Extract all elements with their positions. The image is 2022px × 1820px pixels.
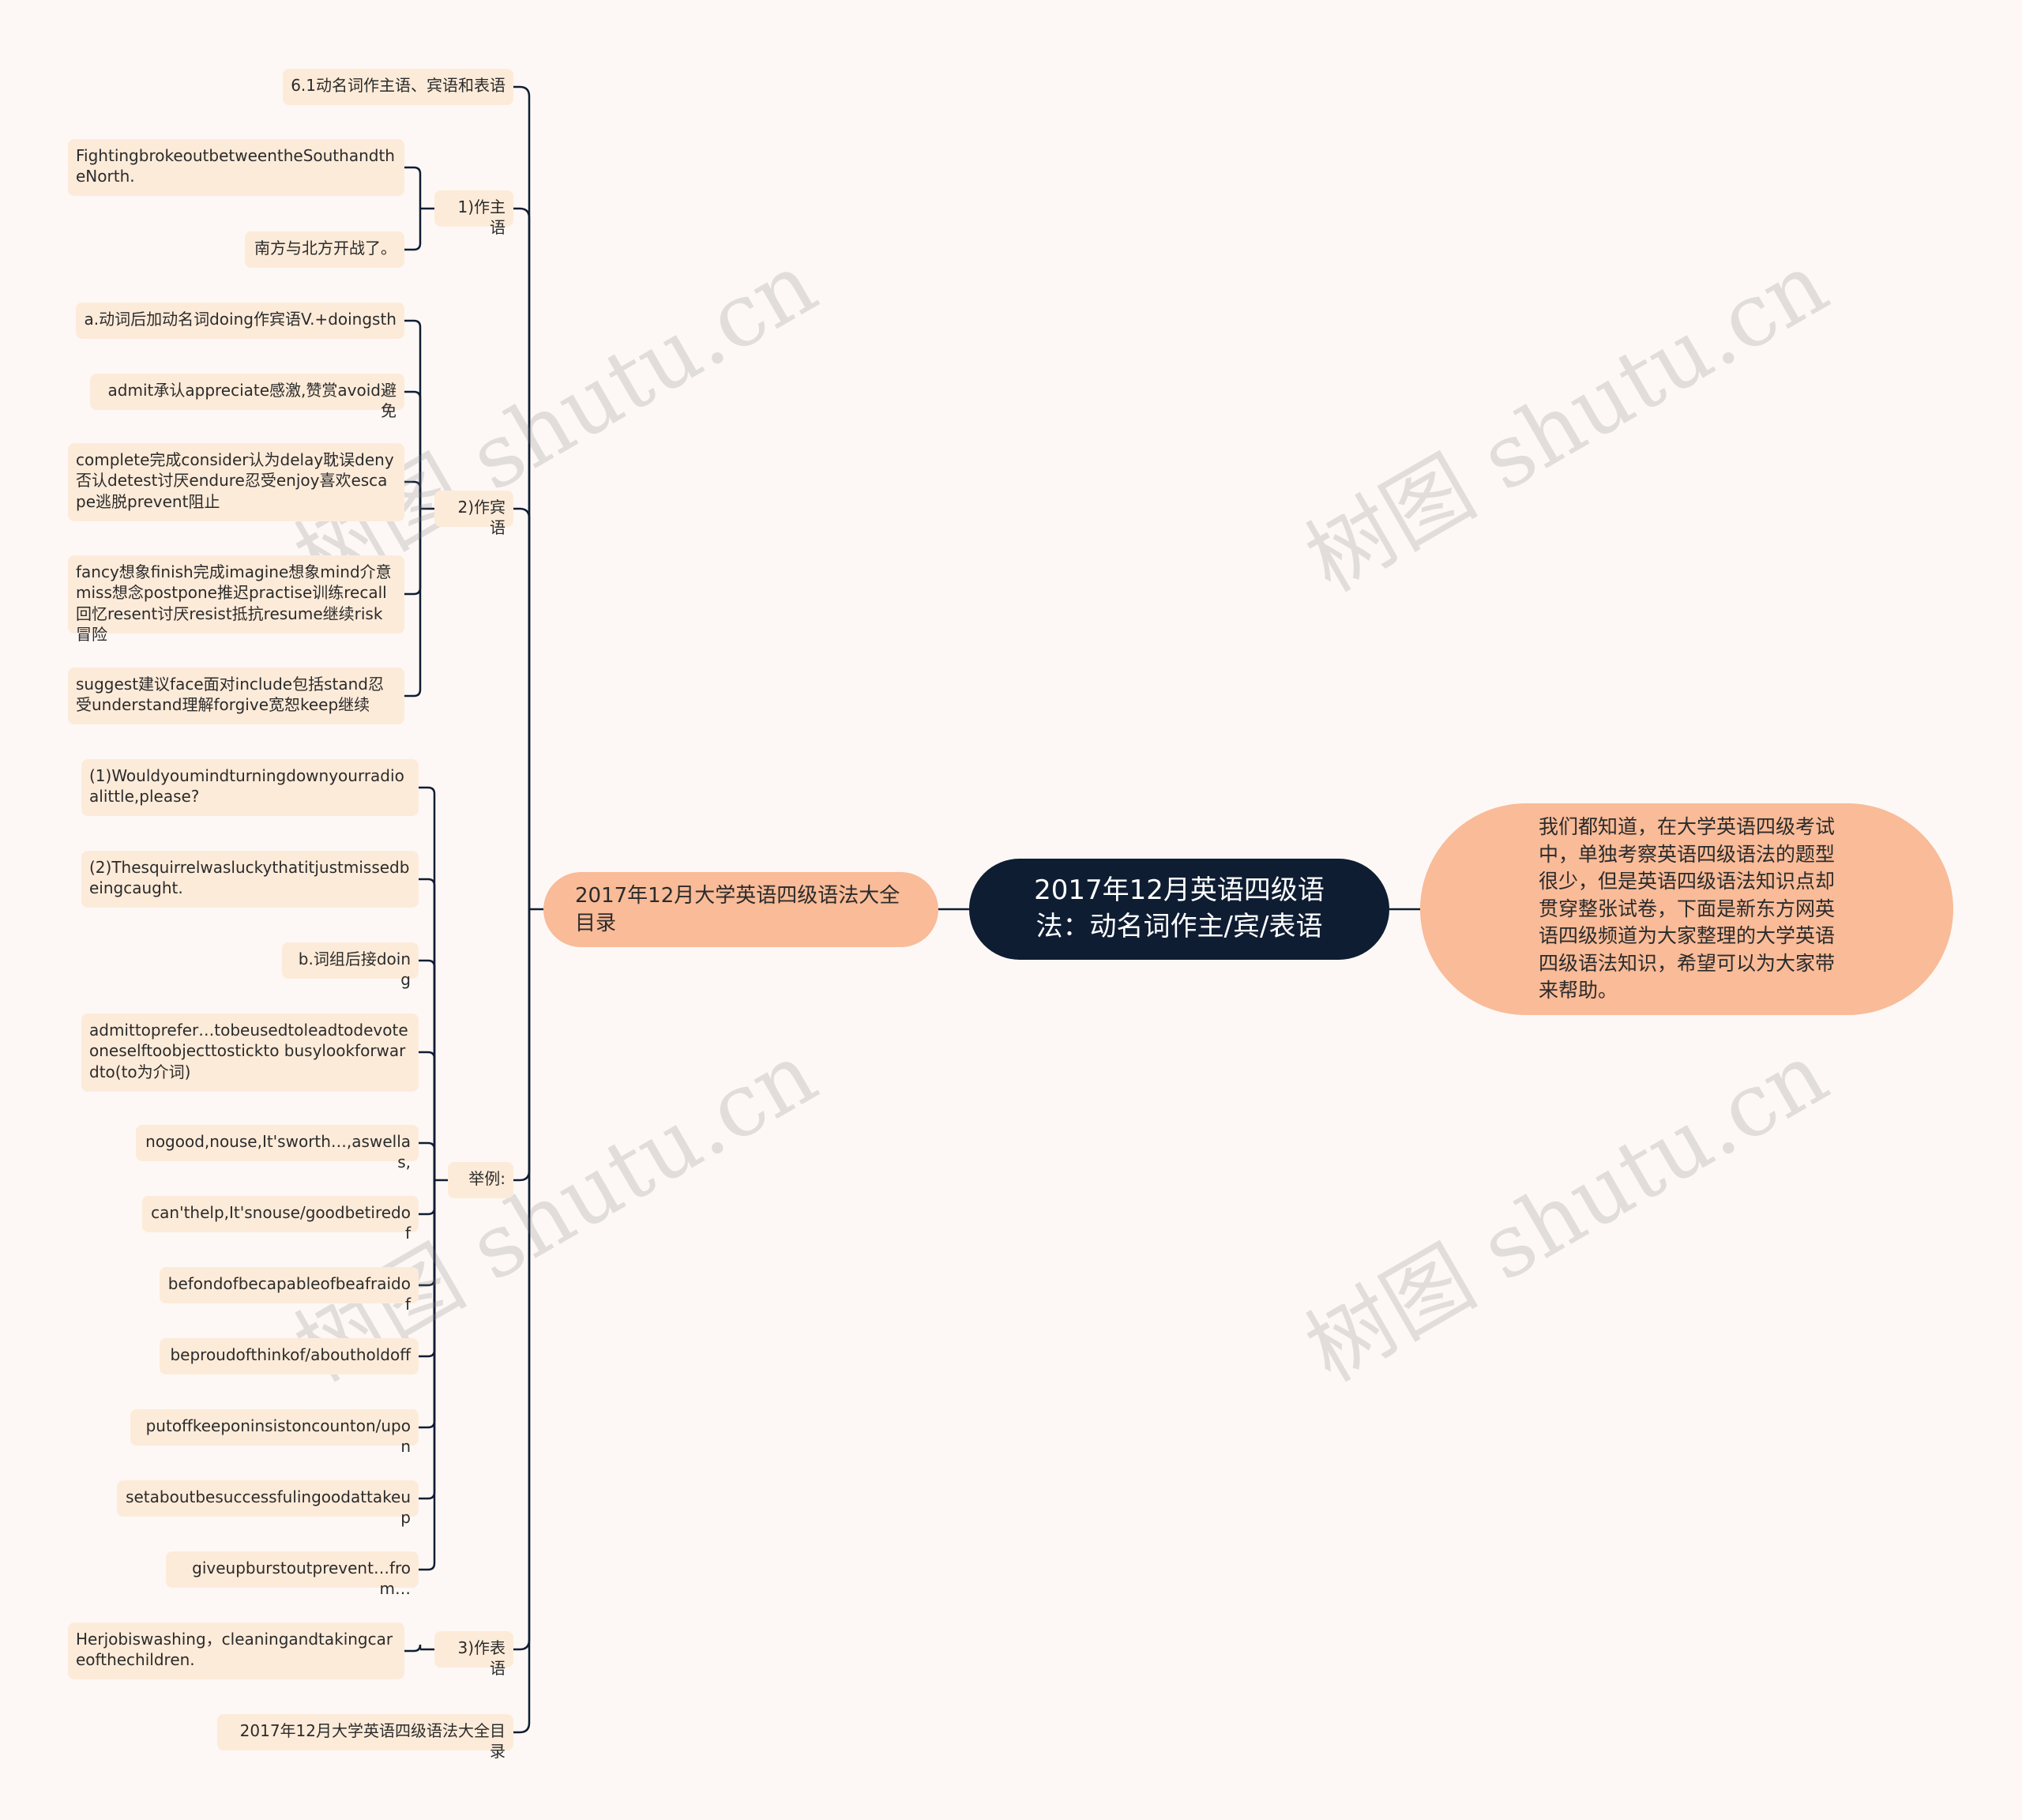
spine-branch-line: [513, 207, 531, 909]
examples-bracket-line: [419, 959, 436, 1180]
spine-branch-line: [513, 909, 531, 1651]
object-bracket-line: [404, 480, 422, 509]
example-leaf[interactable]: can'thelp,It'snouse/goodbetiredof: [142, 1196, 419, 1243]
example-leaf[interactable]: nogood,nouse,It'sworth…,aswellas,: [136, 1125, 419, 1171]
examples-bracket-line: [419, 786, 436, 1180]
footer-item-node[interactable]: 2017年12月大学英语四级语法大全目录: [217, 1714, 513, 1761]
predicative-leaf[interactable]: Herjobiswashing，cleaningandtakingcareoft…: [68, 1623, 404, 1679]
example-leaf[interactable]: giveupburstoutprevent…from…: [166, 1551, 419, 1598]
examples-bracket-line: [419, 1051, 436, 1180]
object-bracket-line: [404, 319, 422, 509]
object-bracket-line: [404, 390, 422, 509]
examples-bracket-line: [419, 878, 436, 1180]
spine-branch-line: [513, 909, 531, 1734]
examples-bracket-line: [419, 1180, 436, 1358]
subject-node[interactable]: 1)作主语: [434, 190, 513, 237]
examples-bracket-line: [419, 1180, 436, 1500]
root-node[interactable]: 2017年12月英语四级语法：动名词作主/宾/表语: [969, 859, 1389, 960]
main-branch-node[interactable]: 2017年12月大学英语四级语法大全目录: [543, 872, 938, 947]
spine-branch-line: [513, 909, 531, 1182]
predicative-bracket-line: [404, 1644, 422, 1653]
object-leaf[interactable]: admit承认appreciate感激,赞赏avoid避免: [90, 374, 404, 420]
object-leaf[interactable]: fancy想象finish完成imagine想象mind介意miss想念post…: [68, 555, 404, 644]
example-leaf[interactable]: (2)Thesquirrelwasluckythatitjustmissedbe…: [81, 851, 419, 908]
examples-node[interactable]: 举例:: [448, 1162, 513, 1198]
spine-branch-line: [513, 507, 531, 909]
spine-branch-line: [513, 85, 531, 909]
examples-bracket-line: [419, 1180, 436, 1571]
object-bracket-line: [404, 509, 422, 596]
object-leaf[interactable]: suggest建议face面对include包括stand忍受understan…: [68, 667, 404, 724]
object-leaf[interactable]: a.动词后加动名词doing作宾语V.+doingsth: [76, 303, 404, 339]
subject-leaf-chinese[interactable]: 南方与北方开战了。: [245, 231, 404, 268]
examples-bracket-line: [419, 1180, 436, 1429]
example-leaf[interactable]: beproudofthinkof/aboutholdoff: [160, 1338, 419, 1374]
examples-bracket-line: [419, 1141, 436, 1180]
object-node[interactable]: 2)作宾语: [434, 491, 513, 537]
example-leaf[interactable]: befondofbecapableofbeafraidof: [160, 1267, 419, 1314]
examples-bracket-line: [419, 1180, 436, 1287]
object-leaf[interactable]: complete完成consider认为delay耽误deny否认detest讨…: [68, 443, 404, 521]
example-leaf[interactable]: b.词组后接doing: [282, 942, 419, 989]
subject-bracket-line: [404, 209, 422, 251]
section-title-node[interactable]: 6.1动名词作主语、宾语和表语: [283, 69, 513, 105]
example-leaf[interactable]: admittoprefer…tobeusedtoleadtodevoteones…: [81, 1013, 419, 1092]
subject-leaf-english[interactable]: FightingbrokeoutbetweentheSouthandtheNor…: [68, 139, 404, 196]
example-leaf[interactable]: putoffkeeponinsistoncounton/upon: [130, 1409, 419, 1456]
examples-bracket-line: [419, 1180, 436, 1216]
predicative-node[interactable]: 3)作表语: [434, 1631, 513, 1678]
intro-node[interactable]: 我们都知道，在大学英语四级考试中，单独考察英语四级语法的题型很少，但是英语四级语…: [1420, 803, 1953, 1015]
example-leaf[interactable]: (1)Wouldyoumindturningdownyourradioalitt…: [81, 759, 419, 816]
example-leaf[interactable]: setaboutbesuccessfulingoodattakeup: [117, 1480, 419, 1527]
subject-bracket-line: [404, 166, 422, 209]
object-bracket-line: [404, 509, 422, 698]
